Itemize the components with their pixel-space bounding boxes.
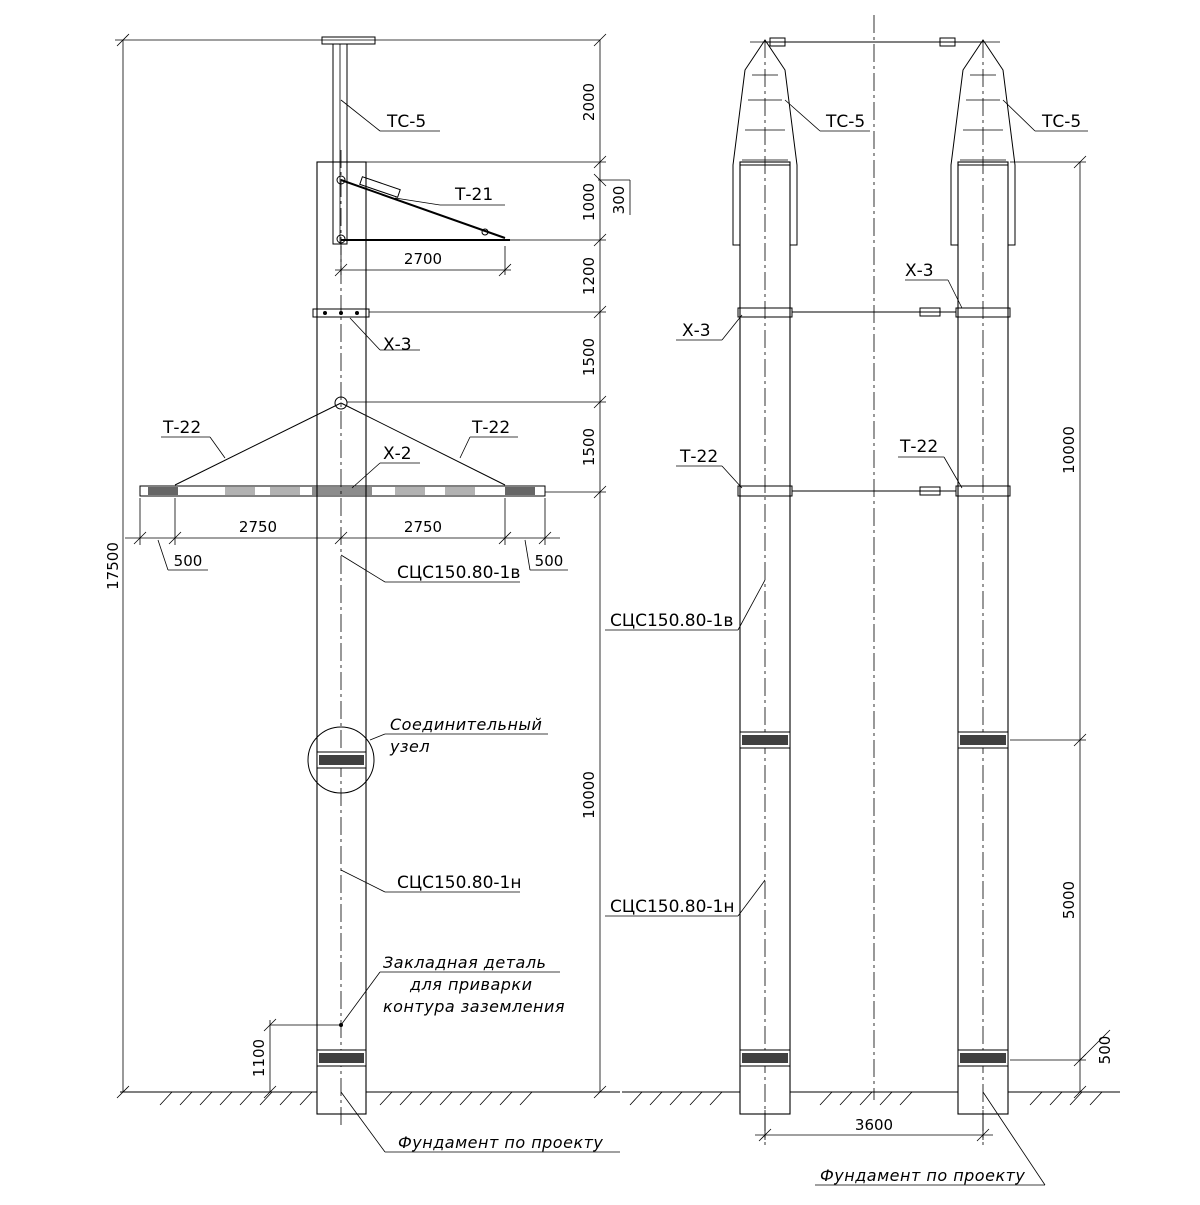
dim-2750-right: 2750 xyxy=(404,518,442,536)
left-elevation-view xyxy=(115,33,631,1153)
ground-left xyxy=(120,1091,620,1106)
label-t22-left-a: Т-22 xyxy=(162,418,201,438)
dim-1000: 1000 xyxy=(580,183,598,221)
dim-500-right: 500 xyxy=(535,552,564,570)
label-tc5-right-a: ТС-5 xyxy=(825,112,865,132)
right-dimension-lines xyxy=(750,41,1111,1142)
label-tc5-right-b: ТС-5 xyxy=(1041,112,1081,132)
dim-1500-b: 1500 xyxy=(580,428,598,466)
left-pole xyxy=(316,150,367,1125)
label-joint-line1: Соединительный xyxy=(390,715,542,734)
label-t21: Т-21 xyxy=(454,185,493,205)
label-embed-line2: для приварки xyxy=(409,975,532,994)
dim-500-left: 500 xyxy=(174,552,203,570)
t22-crossarm xyxy=(139,396,546,497)
ground-right xyxy=(622,1091,1120,1106)
label-tc5-left: ТС-5 xyxy=(386,112,426,132)
dim-1500-a: 1500 xyxy=(580,338,598,376)
right-pole-a xyxy=(732,39,798,1145)
label-pole-lower-right: СЦС150.80-1н xyxy=(610,897,735,917)
dim-3600: 3600 xyxy=(855,1116,893,1134)
label-pole-upper-right: СЦС150.80-1в xyxy=(610,611,733,631)
right-leaders xyxy=(605,99,1088,1186)
left-dimension-lines xyxy=(115,33,631,1099)
x3-clamp-left xyxy=(312,308,370,318)
tc5-bracket xyxy=(321,36,376,245)
label-foundation-left: Фундамент по проекту xyxy=(398,1133,603,1152)
label-joint-line2: узел xyxy=(389,737,430,756)
dim-1100: 1100 xyxy=(250,1039,268,1077)
dim-500-side: 500 xyxy=(1096,1036,1114,1065)
dim-2700: 2700 xyxy=(404,250,442,268)
label-x2: Х-2 xyxy=(383,444,412,464)
dim-5000: 5000 xyxy=(1060,881,1078,919)
label-x3-left: Х-3 xyxy=(383,335,412,355)
dim-10000-left: 10000 xyxy=(580,771,598,819)
dim-17500: 17500 xyxy=(104,542,122,590)
right-pole-b xyxy=(950,39,1016,1145)
dim-10000-right: 10000 xyxy=(1060,426,1078,474)
left-leaders xyxy=(161,99,620,1153)
label-foundation-right: Фундамент по проекту xyxy=(820,1166,1025,1185)
dim-300: 300 xyxy=(610,186,628,215)
label-embed-line1: Закладная деталь xyxy=(383,953,546,972)
joint-node-callout xyxy=(307,726,375,794)
label-pole-upper-left: СЦС150.80-1в xyxy=(397,563,520,583)
label-x3-right-b: Х-3 xyxy=(905,261,934,281)
label-pole-lower-left: СЦС150.80-1н xyxy=(397,873,522,893)
label-embed-line3: контура заземления xyxy=(383,997,565,1016)
label-t22-right-b: Т-22 xyxy=(899,437,938,457)
dim-1200: 1200 xyxy=(580,257,598,295)
dim-2000: 2000 xyxy=(580,83,598,121)
label-x3-right-a: Х-3 xyxy=(682,321,711,341)
dim-2750-left: 2750 xyxy=(239,518,277,536)
label-t22-left-b: Т-22 xyxy=(471,418,510,438)
label-t22-right-a: Т-22 xyxy=(679,447,718,467)
right-elevation-view xyxy=(605,15,1120,1186)
t21-crossarm xyxy=(340,176,510,241)
